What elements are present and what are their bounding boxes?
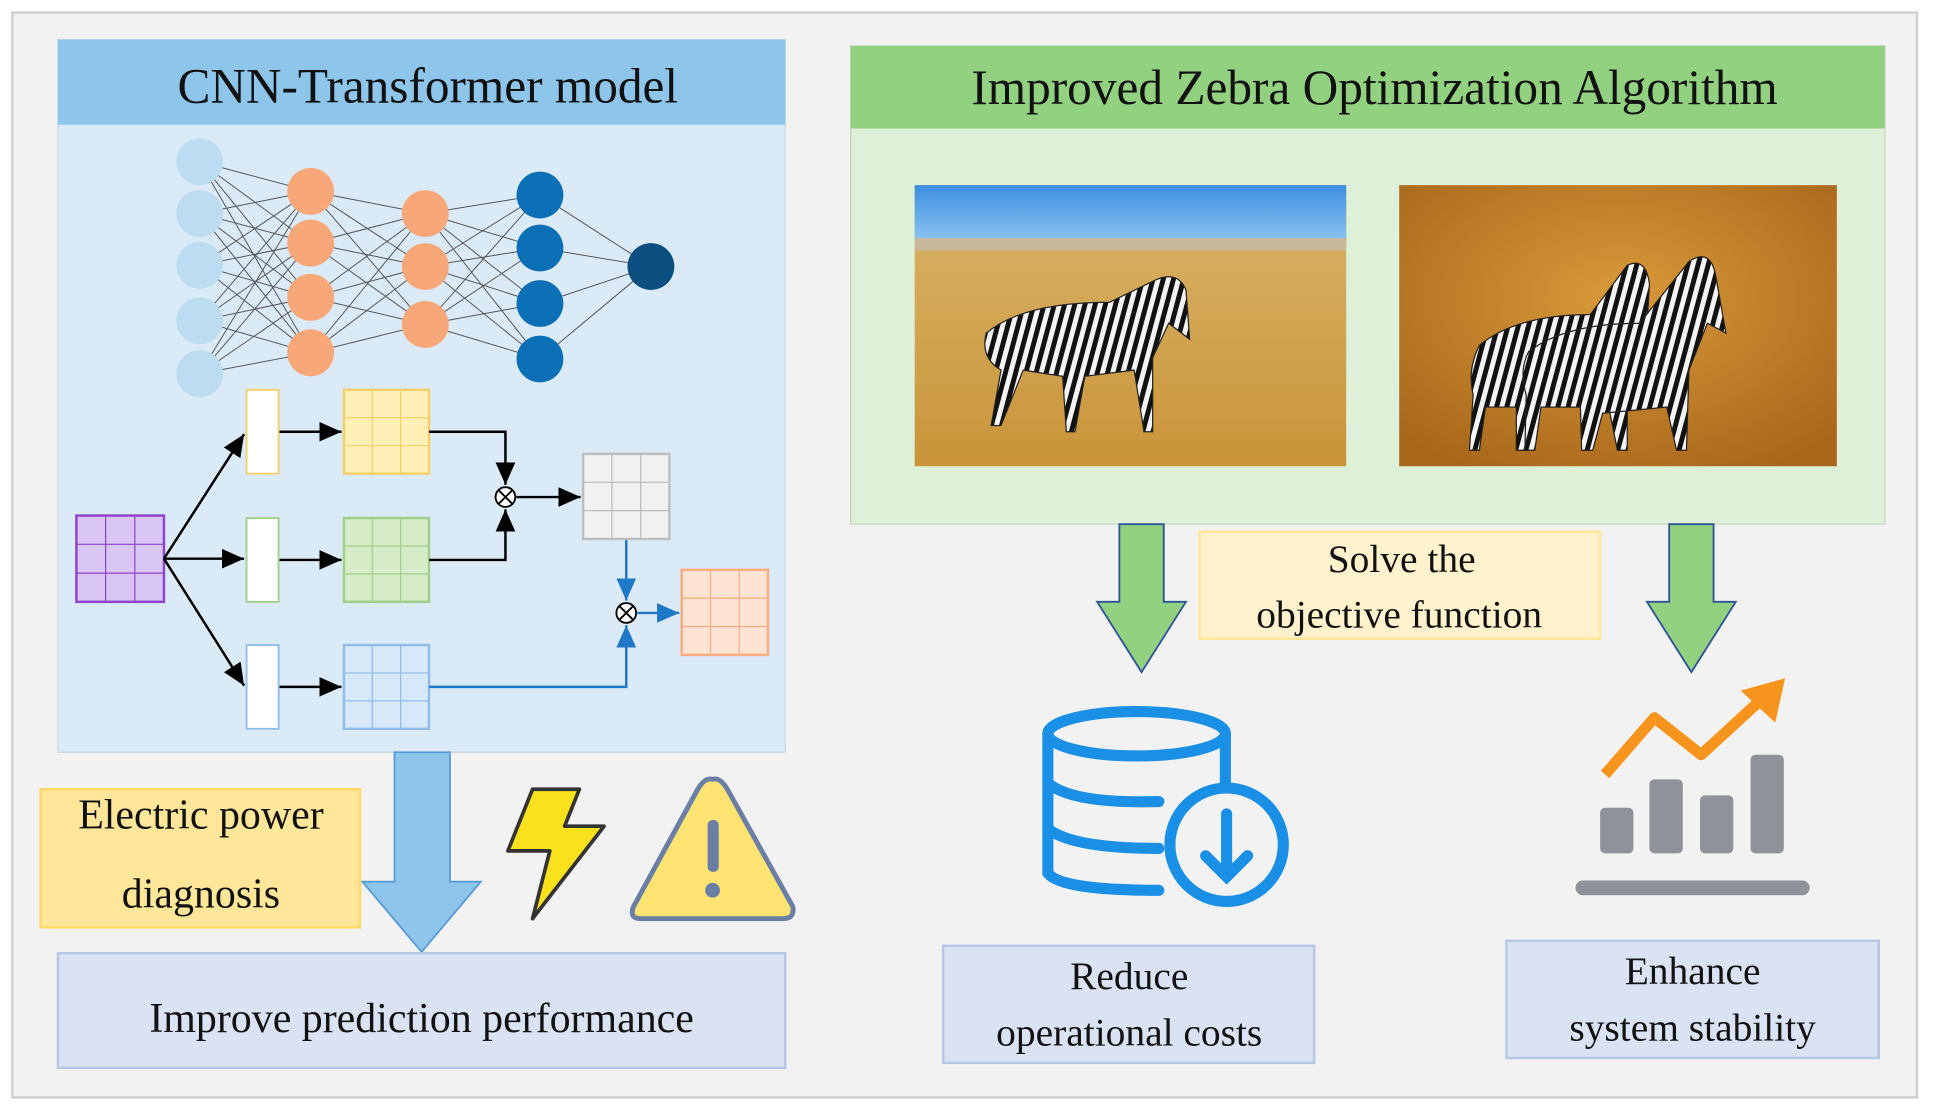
nn-connection — [425, 213, 541, 304]
warning-icon — [629, 776, 796, 922]
nn-node — [401, 301, 449, 348]
nn-connection — [199, 191, 312, 322]
svg-text:Solve the: Solve the — [1328, 537, 1476, 581]
nn-node — [401, 243, 449, 290]
nn-connection — [310, 191, 426, 325]
nn-connection — [539, 266, 652, 360]
key-matrix — [342, 516, 431, 604]
nn-node — [176, 350, 224, 398]
nn-node — [516, 224, 564, 272]
nn-node — [627, 243, 675, 290]
value-matrix — [342, 643, 431, 731]
attention-diagram — [75, 388, 770, 731]
nn-connection — [199, 161, 312, 354]
nn-connection — [310, 213, 426, 298]
svg-text:Reduce: Reduce — [1070, 954, 1188, 998]
nn-node — [401, 190, 449, 237]
nn-connection — [310, 266, 426, 354]
prediction-performance-box: Improve prediction performance — [56, 951, 787, 1070]
nn-node — [176, 138, 224, 186]
lightning-icon — [506, 787, 606, 921]
nn-connection — [310, 213, 426, 354]
svg-text:diagnosis: diagnosis — [122, 872, 280, 918]
nn-connection — [424, 194, 541, 325]
cnn-panel-title: CNN-Transformer model — [177, 59, 678, 114]
zebra-panel-title: Improved Zebra Optimization Algorithm — [971, 60, 1777, 115]
svg-text:Electric power: Electric power — [78, 793, 324, 839]
attention-matrix — [581, 452, 671, 541]
zebra-photo-2 — [1399, 185, 1837, 467]
svg-text:Improve prediction performance: Improve prediction performance — [149, 996, 694, 1042]
objective-function-box: Solve the objective function — [1198, 530, 1602, 641]
nn-node — [516, 280, 564, 327]
weight-vector — [245, 644, 280, 730]
output-matrix — [680, 568, 770, 657]
nn-node — [516, 171, 564, 219]
nn-connection — [199, 161, 312, 298]
database-download-icon — [1042, 706, 1289, 907]
svg-text:objective function: objective function — [1256, 593, 1542, 637]
down-arrow-icon — [1095, 523, 1188, 674]
nn-node — [287, 273, 335, 321]
query-matrix — [342, 388, 431, 475]
weight-vector — [245, 388, 280, 475]
svg-text:Enhance: Enhance — [1625, 949, 1761, 993]
nn-node — [287, 219, 335, 267]
enhance-stability-box: Enhance system stability — [1505, 939, 1880, 1060]
weight-vector — [245, 517, 280, 603]
nn-connection — [199, 191, 312, 375]
down-arrow-icon — [1645, 523, 1738, 674]
input-matrix — [75, 514, 166, 604]
nn-node — [176, 190, 224, 237]
nn-node — [176, 297, 224, 345]
reduce-costs-box: Reduce operational costs — [941, 944, 1316, 1065]
zebra-photo-1 — [914, 185, 1347, 467]
svg-text:operational costs: operational costs — [996, 1011, 1262, 1055]
nn-connection — [424, 266, 541, 360]
electric-power-diagnosis-box: Electric power diagnosis — [39, 787, 362, 929]
nn-node — [176, 241, 224, 289]
growth-chart-icon — [1575, 678, 1810, 896]
nn-connection — [199, 242, 312, 375]
nn-node — [287, 329, 335, 377]
nn-node — [516, 335, 564, 383]
nn-node — [287, 167, 335, 215]
svg-text:system stability: system stability — [1569, 1006, 1816, 1050]
down-arrow-icon — [360, 751, 483, 954]
neural-network-icon — [176, 138, 675, 398]
